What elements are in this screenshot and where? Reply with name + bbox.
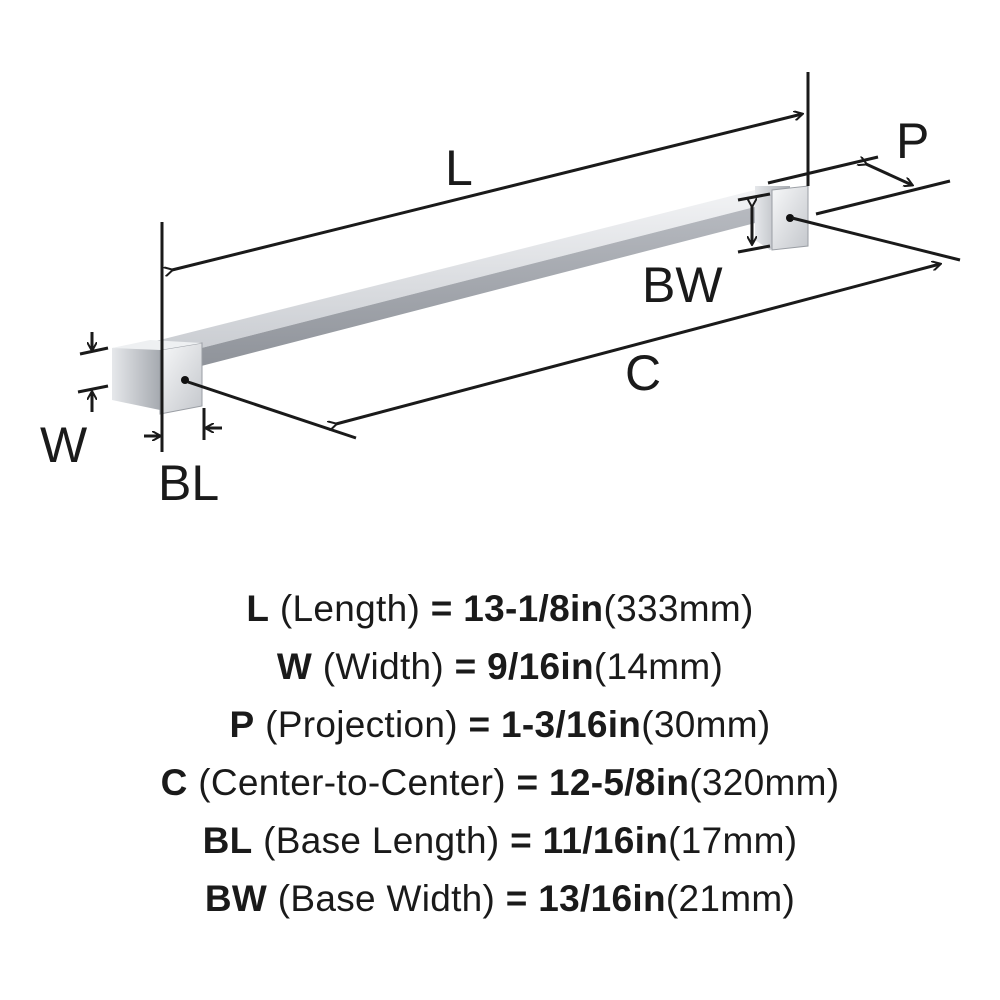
spec-metric: (320mm) <box>689 762 840 803</box>
spec-metric: (14mm) <box>593 646 724 687</box>
spec-imperial: 9/16in <box>487 646 594 687</box>
spec-desc: (Length) <box>279 588 421 629</box>
spec-row-width: W (Width) = 9/16in(14mm) <box>0 638 1000 696</box>
left-post <box>112 340 203 415</box>
spec-row-base-width: BW (Base Width) = 13/16in(21mm) <box>0 870 1000 928</box>
spec-equals: = <box>468 704 491 745</box>
label-bw: BW <box>642 257 723 313</box>
spec-desc: (Base Length) <box>263 820 500 861</box>
spec-equals: = <box>430 588 453 629</box>
w-extension-bottom <box>77 384 109 394</box>
spec-row-base-length: BL (Base Length) = 11/16in(17mm) <box>0 812 1000 870</box>
spec-desc: (Center-to-Center) <box>198 762 506 803</box>
spec-abbr: BW <box>204 878 268 919</box>
spec-row-projection: P (Projection) = 1-3/16in(30mm) <box>0 696 1000 754</box>
l-dimension-arrow <box>172 114 802 270</box>
dimension-lines <box>77 72 961 452</box>
spec-equals: = <box>510 820 532 861</box>
spec-abbr: C <box>160 762 188 803</box>
spec-row-length: L (Length) = 13-1/8in(333mm) <box>0 580 1000 638</box>
p-extension-b <box>815 179 951 216</box>
p-dimension-arrow <box>866 164 912 185</box>
spec-equals: = <box>454 646 477 687</box>
spec-row-center-to-center: C (Center-to-Center) = 12-5/8in(320mm) <box>0 754 1000 812</box>
spec-imperial: 12-5/8in <box>549 762 690 803</box>
c-leader-right <box>791 216 961 262</box>
label-p: P <box>896 113 929 169</box>
spec-metric: (333mm) <box>603 588 754 629</box>
spec-imperial: 11/16in <box>542 820 669 861</box>
left-mount-hole <box>181 376 189 384</box>
spec-abbr: P <box>229 704 255 745</box>
spec-desc: (Width) <box>322 646 445 687</box>
spec-metric: (30mm) <box>641 704 771 745</box>
spec-equals: = <box>516 762 539 803</box>
label-w: W <box>40 417 88 473</box>
spec-imperial: 1-3/16in <box>501 704 642 745</box>
spec-imperial: 13/16in <box>538 878 666 919</box>
bw-extension-bottom <box>737 244 771 254</box>
spec-equals: = <box>505 878 528 919</box>
spec-abbr: BL <box>202 820 253 861</box>
spec-imperial: 13-1/8in <box>463 588 604 629</box>
label-bl: BL <box>158 455 219 511</box>
spec-metric: (21mm) <box>665 878 796 919</box>
specification-list: L (Length) = 13-1/8in(333mm) W (Width) =… <box>0 580 1000 928</box>
w-extension-top <box>79 346 109 356</box>
c-leader-left <box>187 380 357 440</box>
spec-desc: (Base Width) <box>277 878 496 919</box>
spec-abbr: L <box>246 588 270 629</box>
c-dimension-arrow <box>336 264 940 424</box>
dimension-diagram: L P BW C W BL <box>40 72 961 511</box>
label-c: C <box>625 345 661 401</box>
label-l: L <box>445 140 473 196</box>
spec-desc: (Projection) <box>265 704 458 745</box>
spec-abbr: W <box>276 646 313 687</box>
spec-metric: (17mm) <box>668 820 798 861</box>
bw-extension-top <box>737 192 771 202</box>
p-extension-a <box>767 155 879 185</box>
